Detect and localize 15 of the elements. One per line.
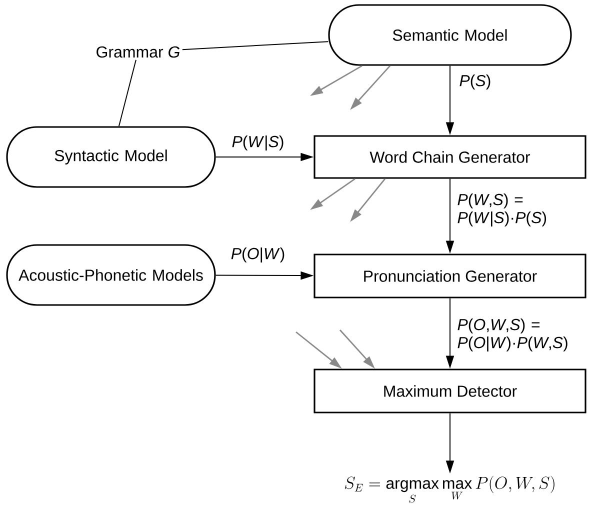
grammar-label: Grammar G xyxy=(96,46,180,58)
model-terminal: Acoustic-Phonetic Models xyxy=(6,244,216,306)
model-terminal: Semantic Model xyxy=(328,4,572,66)
process-box: Word Chain Generator xyxy=(314,135,586,179)
process-box: Maximum Detector xyxy=(314,368,586,414)
model-terminal: Syntactic Model xyxy=(6,126,216,188)
edge-label: P(S) xyxy=(460,74,490,90)
process-box: Pronunciation Generator xyxy=(314,254,586,298)
connector-line xyxy=(118,59,136,127)
formula: $S_E = \operatorname*{argmax}_S \max_W P(O, W, S)$ xyxy=(344,476,554,503)
edge-label: P(W,S) = P(W|S)·P(S) xyxy=(458,194,546,226)
edge-label: P(W|S) xyxy=(232,136,284,150)
connector-line xyxy=(182,41,329,50)
edge-label: P(O,W,S) = P(O|W)·P(W,S) xyxy=(458,318,568,352)
edge-label: P(O|W) xyxy=(231,248,284,262)
